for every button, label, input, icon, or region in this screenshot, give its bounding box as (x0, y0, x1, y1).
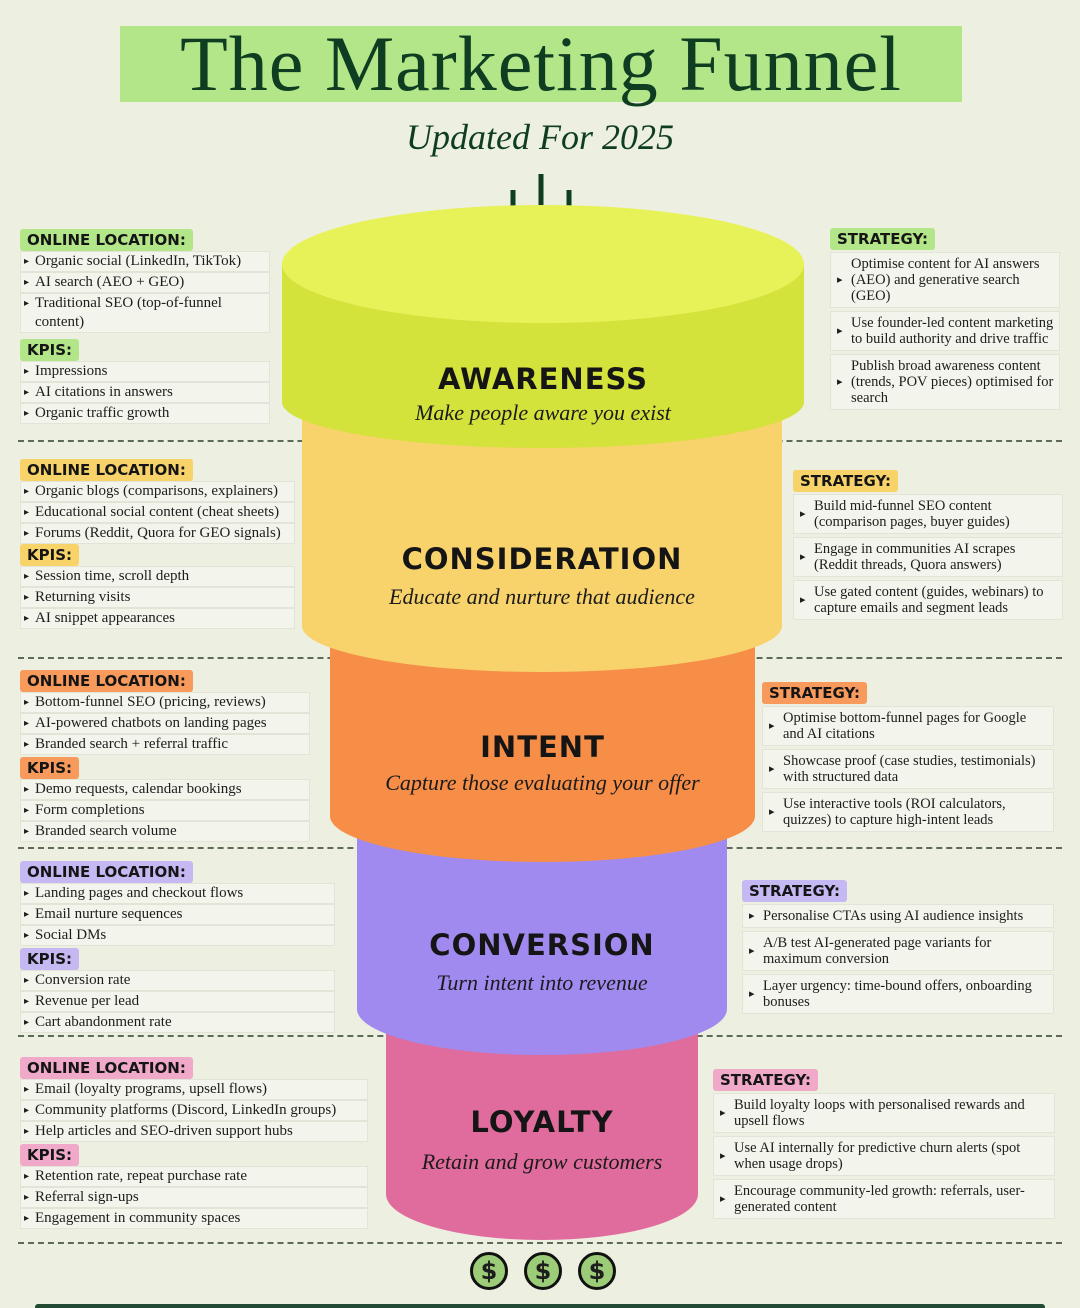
strategy-tag: STRATEGY: (742, 880, 848, 902)
funnel-top-ellipse (282, 205, 804, 323)
list-item: Bottom-funnel SEO (pricing, reviews) (20, 692, 310, 713)
kpi-list: ImpressionsAI citations in answersOrgani… (20, 361, 270, 424)
stage-description: Capture those evaluating your offer (385, 770, 700, 795)
kpi-list: Session time, scroll depthReturning visi… (20, 566, 295, 629)
list-item: Branded search volume (20, 821, 310, 842)
funnel-layer-intent: INTENT Capture those evaluating your off… (330, 640, 755, 862)
page-subtitle: Updated For 2025 (406, 117, 674, 157)
list-item: Traditional SEO (top-of-funnel content) (20, 293, 270, 333)
stage-description: Retain and grow customers (421, 1149, 663, 1174)
list-item: Cart abandonment rate (20, 1012, 335, 1033)
list-item: Showcase proof (case studies, testimonia… (762, 749, 1054, 789)
list-item: Returning visits (20, 587, 295, 608)
list-item: Personalise CTAs using AI audience insig… (742, 904, 1054, 928)
list-item: Social DMs (20, 925, 335, 946)
funnel-layer-consideration: CONSIDERATION Educate and nurture that a… (302, 418, 782, 672)
list-item: Organic blogs (comparisons, explainers) (20, 481, 295, 502)
list-item: Publish broad awareness content (trends,… (830, 354, 1060, 410)
list-item: Email (loyalty programs, upsell flows) (20, 1079, 368, 1100)
list-item: Use gated content (guides, webinars) to … (793, 580, 1063, 620)
kpis-tag: KPIS: (20, 948, 79, 970)
list-item: Session time, scroll depth (20, 566, 295, 587)
stage-name: AWARENESS (438, 362, 648, 396)
list-item: Layer urgency: time-bound offers, onboar… (742, 974, 1054, 1014)
online-location-tag: ONLINE LOCATION: (20, 670, 193, 692)
strategy-list: Optimise content for AI answers (AEO) an… (830, 252, 1060, 413)
list-item: AI snippet appearances (20, 608, 295, 629)
list-item: A/B test AI-generated page variants for … (742, 931, 1054, 971)
list-item: Build loyalty loops with personalised re… (713, 1093, 1055, 1133)
online-location-tag: ONLINE LOCATION: (20, 861, 193, 883)
strategy-list: Personalise CTAs using AI audience insig… (742, 904, 1054, 1017)
strategy-tag: STRATEGY: (762, 682, 868, 704)
stage-description: Make people aware you exist (415, 400, 671, 425)
online-location-list: Bottom-funnel SEO (pricing, reviews)AI-p… (20, 692, 310, 755)
list-item: Optimise bottom-funnel pages for Google … (762, 706, 1054, 746)
list-item: AI search (AEO + GEO) (20, 272, 270, 293)
section-divider (18, 1242, 1062, 1244)
list-item: Organic social (LinkedIn, TikTok) (20, 251, 270, 272)
funnel-layer-loyalty: LOYALTY Retain and grow customers (386, 1025, 698, 1240)
list-item: Impressions (20, 361, 270, 382)
strategy-list: Optimise bottom-funnel pages for Google … (762, 706, 1054, 835)
stage-name: INTENT (480, 730, 605, 764)
list-item: Forums (Reddit, Quora for GEO signals) (20, 523, 295, 544)
list-item: Engage in communities AI scrapes (Reddit… (793, 537, 1063, 577)
list-item: Landing pages and checkout flows (20, 883, 335, 904)
dollar-coin-icon: $ (524, 1252, 562, 1290)
kpi-list: Conversion rateRevenue per leadCart aban… (20, 970, 335, 1033)
strategy-tag: STRATEGY: (830, 228, 936, 250)
list-item: Encourage community-led growth: referral… (713, 1179, 1055, 1219)
stage-description: Turn intent into revenue (436, 970, 648, 995)
list-item: Referral sign-ups (20, 1187, 368, 1208)
list-item: Use interactive tools (ROI calculators, … (762, 792, 1054, 832)
list-item: Educational social content (cheat sheets… (20, 502, 295, 523)
list-item: Help articles and SEO-driven support hub… (20, 1121, 368, 1142)
list-item: Conversion rate (20, 970, 335, 991)
dollar-coin-icon: $ (578, 1252, 616, 1290)
list-item: Organic traffic growth (20, 403, 270, 424)
online-location-tag: ONLINE LOCATION: (20, 459, 193, 481)
list-item: Form completions (20, 800, 310, 821)
kpis-tag: KPIS: (20, 544, 79, 566)
list-item: Use founder-led content marketing to bui… (830, 311, 1060, 351)
strategy-list: Build mid-funnel SEO content (comparison… (793, 494, 1063, 623)
list-item: Revenue per lead (20, 991, 335, 1012)
online-location-list: Organic blogs (comparisons, explainers)E… (20, 481, 295, 544)
list-item: Retention rate, repeat purchase rate (20, 1166, 368, 1187)
list-item: Build mid-funnel SEO content (comparison… (793, 494, 1063, 534)
list-item: Email nurture sequences (20, 904, 335, 925)
online-location-list: Landing pages and checkout flowsEmail nu… (20, 883, 335, 946)
stage-description: Educate and nurture that audience (389, 584, 695, 609)
list-item: Community platforms (Discord, LinkedIn g… (20, 1100, 368, 1121)
online-location-tag: ONLINE LOCATION: (20, 1057, 193, 1079)
stage-name: CONSIDERATION (401, 542, 683, 576)
funnel-layer-conversion: CONVERSION Turn intent into revenue (357, 830, 727, 1055)
list-item: Engagement in community spaces (20, 1208, 368, 1229)
bottom-bar (35, 1304, 1045, 1308)
online-location-list: Email (loyalty programs, upsell flows)Co… (20, 1079, 368, 1142)
online-location-list: Organic social (LinkedIn, TikTok)AI sear… (20, 251, 270, 333)
list-item: Optimise content for AI answers (AEO) an… (830, 252, 1060, 308)
strategy-tag: STRATEGY: (713, 1069, 819, 1091)
page-title: The Marketing Funnel (120, 25, 962, 103)
list-item: Use AI internally for predictive churn a… (713, 1136, 1055, 1176)
list-item: Demo requests, calendar bookings (20, 779, 310, 800)
list-item: AI citations in answers (20, 382, 270, 403)
kpi-list: Retention rate, repeat purchase rateRefe… (20, 1166, 368, 1229)
kpis-tag: KPIS: (20, 757, 79, 779)
dollar-coin-icon: $ (470, 1252, 508, 1290)
kpis-tag: KPIS: (20, 339, 79, 361)
kpi-list: Demo requests, calendar bookingsForm com… (20, 779, 310, 842)
stage-name: CONVERSION (429, 928, 655, 962)
list-item: AI-powered chatbots on landing pages (20, 713, 310, 734)
strategy-list: Build loyalty loops with personalised re… (713, 1093, 1055, 1222)
online-location-tag: ONLINE LOCATION: (20, 229, 193, 251)
strategy-tag: STRATEGY: (793, 470, 899, 492)
stage-name: LOYALTY (470, 1105, 614, 1139)
kpis-tag: KPIS: (20, 1144, 79, 1166)
list-item: Branded search + referral traffic (20, 734, 310, 755)
